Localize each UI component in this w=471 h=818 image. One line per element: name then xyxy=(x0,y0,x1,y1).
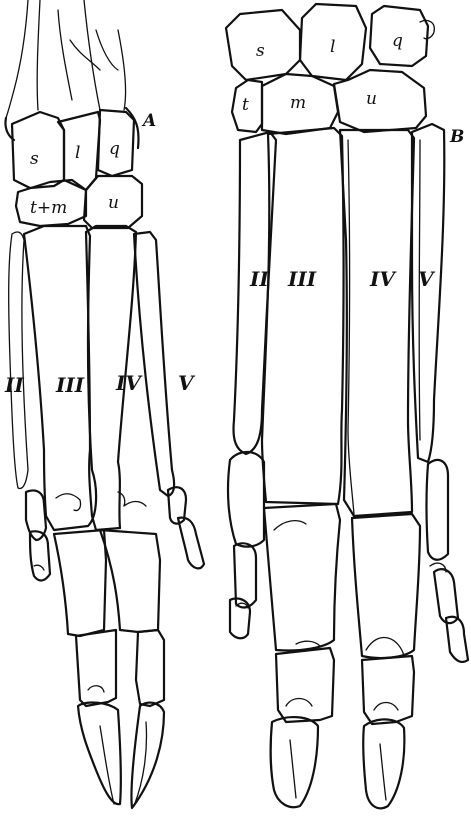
right-label-trapezoid: t xyxy=(242,95,249,115)
right-digit-II-ungual xyxy=(230,599,250,639)
left-forearm-bones xyxy=(5,0,138,148)
right-label-unciform: u xyxy=(366,89,377,109)
right-digit-V-phalanx-1 xyxy=(427,460,449,560)
right-unciform-bone xyxy=(334,70,426,132)
right-digit-III-ungual xyxy=(271,717,318,807)
right-metacarpals xyxy=(234,124,445,516)
left-label-cuneiform: q xyxy=(109,139,120,159)
left-foot-labels: A s l q t+m u II III IV V xyxy=(4,111,196,397)
left-digit-III-ungual xyxy=(78,703,121,805)
right-label-digit-II: II xyxy=(249,267,269,291)
right-metacarpal-IV xyxy=(340,130,414,516)
right-metacarpal-V xyxy=(412,124,444,462)
left-label-lunar: l xyxy=(75,143,80,163)
right-digit-IV-phalanx-1 xyxy=(352,514,420,658)
right-carpals xyxy=(226,4,434,134)
right-label-magnum: m xyxy=(290,93,306,113)
left-digit-III-phalanx-1 xyxy=(54,530,106,636)
left-digit-IV-ungual xyxy=(131,703,164,808)
left-digit-V-ungual xyxy=(178,518,204,569)
left-phalanges xyxy=(26,487,204,808)
left-label-unciform: u xyxy=(108,193,119,213)
right-digit-IV-phalanx-2 xyxy=(362,656,414,724)
right-panel-letter: B xyxy=(449,127,464,147)
right-label-cuneiform: q xyxy=(392,31,403,51)
right-digit-III-phalanx-1 xyxy=(264,504,340,651)
left-label-digit-II: II xyxy=(4,373,24,397)
right-label-digit-IV: IV xyxy=(369,267,397,291)
left-digit-III-phalanx-2 xyxy=(76,630,116,706)
left-digit-IV-phalanx-2 xyxy=(136,630,164,706)
left-label-digit-IV: IV xyxy=(115,371,143,395)
left-metacarpal-II xyxy=(9,232,28,488)
left-label-digit-V: V xyxy=(178,371,196,395)
right-label-digit-III: III xyxy=(287,267,317,291)
left-label-digit-III: III xyxy=(55,373,85,397)
right-label-lunar: l xyxy=(330,37,335,57)
right-digit-III-phalanx-2 xyxy=(276,648,334,722)
left-digit-IV-phalanx-1 xyxy=(100,530,160,632)
left-foot-A: A s l q t+m u II III IV V xyxy=(4,0,204,808)
left-label-scaphoid: s xyxy=(30,149,39,169)
right-foot-B: B s l q t m u II III IV V xyxy=(226,4,468,808)
right-label-digit-V: V xyxy=(418,267,436,291)
left-metacarpal-V xyxy=(134,232,174,496)
right-digit-V-phalanx-2 xyxy=(434,569,458,623)
left-label-trapezoid-magnum: t+m xyxy=(30,198,67,218)
right-digit-II-phalanx-1 xyxy=(228,452,264,547)
right-label-scaphoid: s xyxy=(256,41,265,61)
left-metacarpals xyxy=(9,226,174,530)
left-panel-letter: A xyxy=(141,111,156,131)
right-digit-IV-ungual xyxy=(363,719,404,808)
